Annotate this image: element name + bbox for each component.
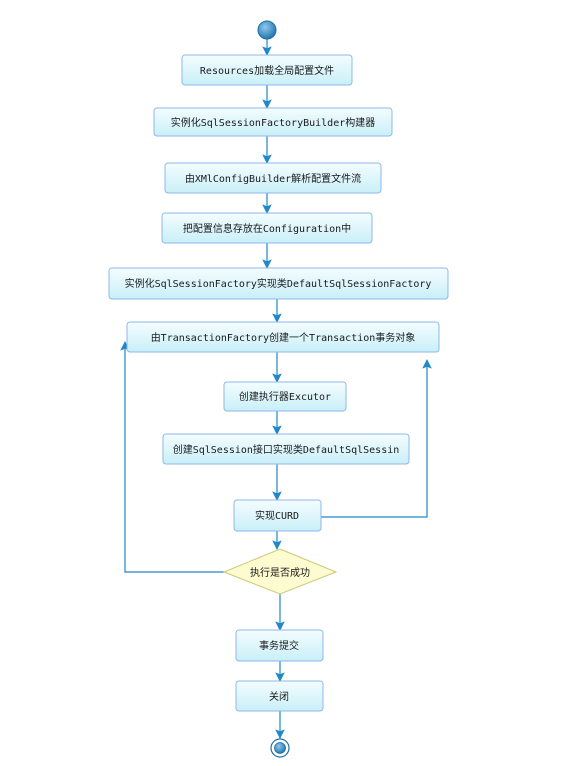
connectors (120, 39, 432, 739)
step-label: 实例化SqlSessionFactoryBuilder构建器 (171, 116, 376, 129)
step-close[interactable]: 关闭 (235, 680, 324, 712)
step-parse-config[interactable]: 由XMlConfigBuilder解析配置文件流 (164, 162, 382, 194)
step-label: Resources加载全局配置文件 (200, 64, 334, 77)
decision-label: 执行是否成功 (250, 566, 310, 579)
step-label: 由XMlConfigBuilder解析配置文件流 (185, 172, 361, 185)
step-sqlsession[interactable]: 创建SqlSession接口实现类DefaultSqlSessin (162, 433, 410, 465)
step-label: 创建SqlSession接口实现类DefaultSqlSessin (173, 443, 400, 456)
step-load-config[interactable]: Resources加载全局配置文件 (181, 54, 353, 86)
step-store-config[interactable]: 把配置信息存放在Configuration中 (161, 212, 373, 244)
step-label: 实现CURD (255, 509, 299, 522)
step-label: 由TransactionFactory创建一个Transaction事务对象 (151, 331, 416, 344)
decision-success-check[interactable]: 执行是否成功 (222, 548, 338, 595)
step-label: 创建执行器Excutor (239, 390, 331, 403)
step-transaction[interactable]: 由TransactionFactory创建一个Transaction事务对象 (126, 321, 440, 353)
step-builder[interactable]: 实例化SqlSessionFactoryBuilder构建器 (153, 107, 393, 137)
step-commit[interactable]: 事务提交 (235, 629, 324, 662)
arrow-curd-loop-back (321, 359, 432, 518)
step-label: 事务提交 (259, 639, 299, 652)
step-label: 把配置信息存放在Configuration中 (183, 222, 351, 235)
step-label: 实例化SqlSessionFactory实现类DefaultSqlSession… (125, 277, 432, 290)
start-node (257, 20, 277, 40)
end-node (270, 738, 290, 758)
arrow-decision-fail-loop (120, 341, 224, 573)
step-curd[interactable]: 实现CURD (233, 499, 322, 532)
step-label: 关闭 (269, 690, 289, 703)
step-factory[interactable]: 实例化SqlSessionFactory实现类DefaultSqlSession… (108, 267, 449, 300)
step-executor[interactable]: 创建执行器Excutor (223, 381, 347, 412)
